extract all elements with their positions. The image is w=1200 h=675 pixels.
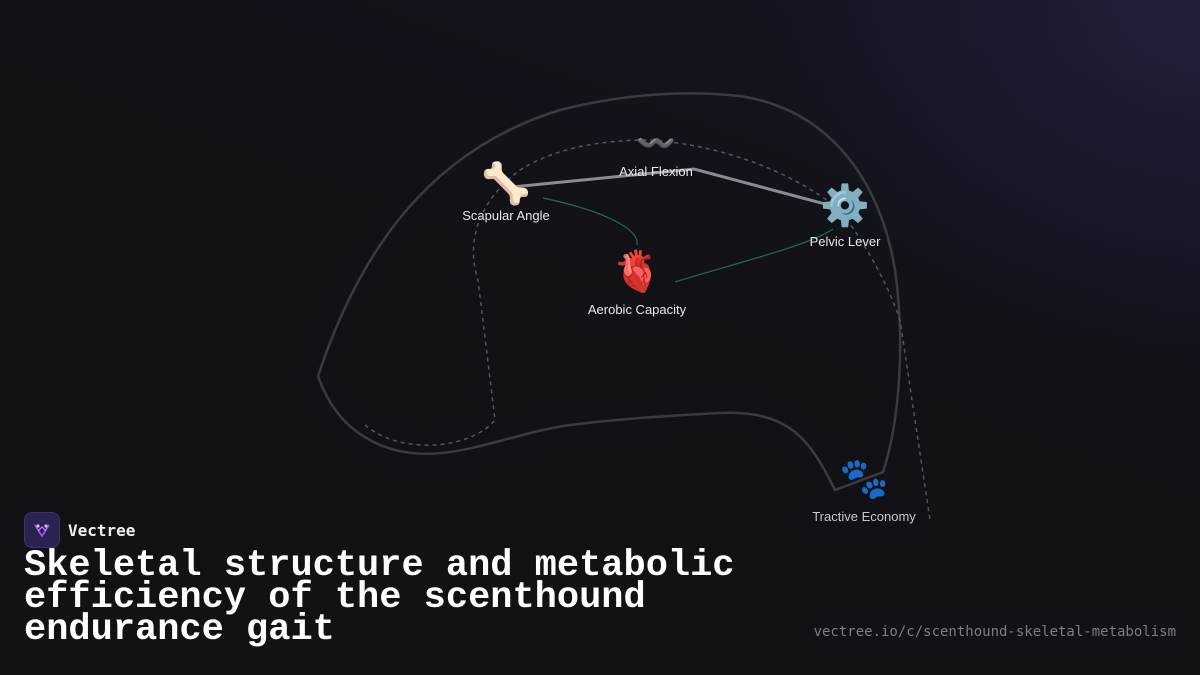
vectree-logo-icon [24, 512, 60, 548]
node-label: Aerobic Capacity [587, 302, 687, 317]
edge-scapular-axial-pelvic [511, 167, 841, 210]
node-label: Axial Flexion [619, 164, 693, 179]
node-aerobic-capacity[interactable]: 🫀 Aerobic Capacity [575, 248, 699, 317]
edge-scapular-aerobic [542, 197, 638, 246]
page-url[interactable]: vectree.io/c/scenthound-skeletal-metabol… [813, 624, 1176, 640]
inner-dashed-outline [364, 139, 931, 521]
page-title: Skeletal structure and metabolic efficie… [24, 545, 735, 651]
node-scapular-angle[interactable]: 🦴 Scapular Angle [446, 160, 566, 223]
bone-icon: 🦴 [481, 161, 531, 207]
gear-icon: ⚙️ [820, 183, 870, 229]
brand[interactable]: Vectree [24, 512, 135, 548]
node-label: Tractive Economy [812, 509, 916, 524]
node-axial-flexion[interactable]: 〰️ Axial Flexion [606, 118, 706, 179]
silhouette-outline [316, 92, 902, 492]
node-label: Pelvic Lever [809, 234, 881, 249]
node-label: Scapular Angle [462, 208, 550, 223]
node-tractive-economy[interactable]: 🐾 Tractive Economy [800, 455, 928, 524]
node-pelvic-lever[interactable]: ⚙️ Pelvic Lever [795, 182, 895, 249]
brand-name: Vectree [68, 520, 136, 540]
paw-icon: 🐾 [839, 456, 889, 502]
spine-wave-icon: 〰️ [636, 124, 676, 162]
heart-icon: 🫀 [612, 249, 662, 295]
edge-aerobic-pelvic [674, 228, 834, 283]
